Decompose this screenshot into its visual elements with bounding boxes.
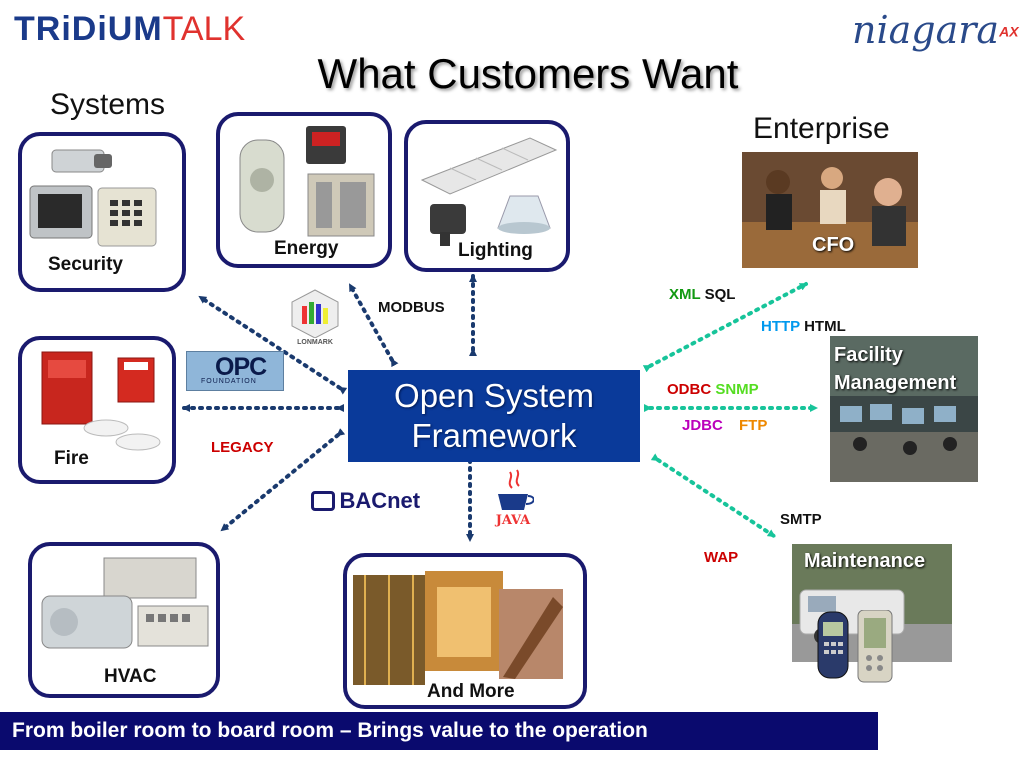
bacnet-icon — [311, 491, 335, 511]
brand-talk: TALK — [162, 10, 246, 48]
arrow-energy — [348, 283, 399, 368]
java-text: JAVA — [495, 513, 531, 528]
fire-box: Fire — [18, 336, 176, 484]
hvac-label: HVAC — [104, 666, 157, 687]
niagara-logo: niagaraAX — [852, 8, 1019, 52]
open-system-framework: Open System Framework — [348, 370, 640, 462]
xml-sql-labels: XML SQL — [669, 286, 735, 303]
mobile-devices-illustration — [817, 610, 893, 683]
lonmark-text: LONMARK — [297, 339, 333, 346]
fire-label: Fire — [54, 448, 89, 469]
security-box: Security — [18, 132, 186, 292]
lonmark-logo: LONMARK — [288, 288, 342, 352]
lighting-label: Lighting — [458, 240, 533, 261]
jdbc-ftp-labels: JDBC FTP — [682, 417, 767, 434]
http-html-labels: HTTP HTML — [761, 318, 846, 335]
jdbc-label: JDBC — [682, 417, 723, 434]
legacy-label: LEGACY — [211, 439, 274, 456]
bacnet-logo: BACnet — [311, 488, 420, 514]
lighting-fixtures-illustration — [420, 137, 558, 246]
enterprise-heading: Enterprise — [753, 112, 890, 145]
security-label: Security — [48, 254, 123, 275]
footer-banner: From boiler room to board room – Brings … — [0, 712, 878, 750]
lonmark-icon — [291, 289, 339, 339]
more-box: And More — [343, 553, 587, 709]
cfo-photo: CFO — [742, 152, 918, 268]
http-label: HTTP — [761, 318, 800, 335]
sql-label: SQL — [704, 286, 736, 303]
cfo-caption: CFO — [812, 234, 855, 256]
bacnet-text: BACnet — [339, 488, 421, 513]
facility-caption-line1: Facility — [834, 344, 903, 366]
odbc-snmp-labels: ODBC SNMP — [667, 381, 759, 398]
brand-niagara-sup: AX — [999, 23, 1019, 40]
meeting-image — [742, 152, 918, 268]
arrow-cfo — [642, 282, 808, 373]
odbc-label: ODBC — [667, 381, 712, 398]
java-logo: JAVA — [492, 468, 535, 532]
security-devices-illustration — [29, 149, 157, 247]
buildings-illustration — [353, 571, 563, 685]
facility-photo: Facility Management — [830, 336, 978, 482]
hvac-box: HVAC — [28, 542, 220, 698]
center-line2: Framework — [411, 417, 577, 454]
wap-label: WAP — [704, 549, 739, 566]
html-label: HTML — [804, 318, 846, 335]
snmp-label: SNMP — [715, 381, 759, 398]
page-title: What Customers Want — [317, 50, 739, 97]
modbus-label: MODBUS — [378, 299, 445, 316]
java-cup-icon — [498, 469, 535, 510]
center-line1: Open System — [394, 377, 594, 414]
smtp-label: SMTP — [780, 511, 822, 528]
control-room-image — [830, 336, 978, 482]
ftp-label: FTP — [739, 417, 768, 434]
opc-sub: FOUNDATION — [201, 378, 257, 385]
energy-box: Energy — [216, 112, 392, 268]
facility-caption-line2: Management — [834, 372, 957, 394]
maintenance-caption: Maintenance — [804, 550, 926, 572]
xml-label: XML — [669, 286, 701, 303]
opc-text: OPC — [215, 353, 267, 381]
systems-heading: Systems — [50, 88, 166, 121]
energy-label: Energy — [274, 238, 339, 259]
energy-meters-illustration — [239, 126, 375, 237]
tridium-talk-logo: TRiDiUMTALK — [14, 10, 245, 49]
brand-tridium: TRiDiUM — [14, 10, 163, 48]
more-label: And More — [427, 681, 515, 702]
arrow-hvac — [220, 428, 346, 532]
brand-niagara: niagara — [852, 8, 1000, 52]
lighting-box: Lighting — [404, 120, 570, 272]
arrow-maintenance — [650, 453, 776, 538]
hvac-units-illustration — [41, 557, 209, 649]
opc-logo: OPC FOUNDATION — [186, 351, 284, 391]
fire-alarm-illustration — [41, 351, 161, 451]
arrow-security — [198, 295, 348, 395]
